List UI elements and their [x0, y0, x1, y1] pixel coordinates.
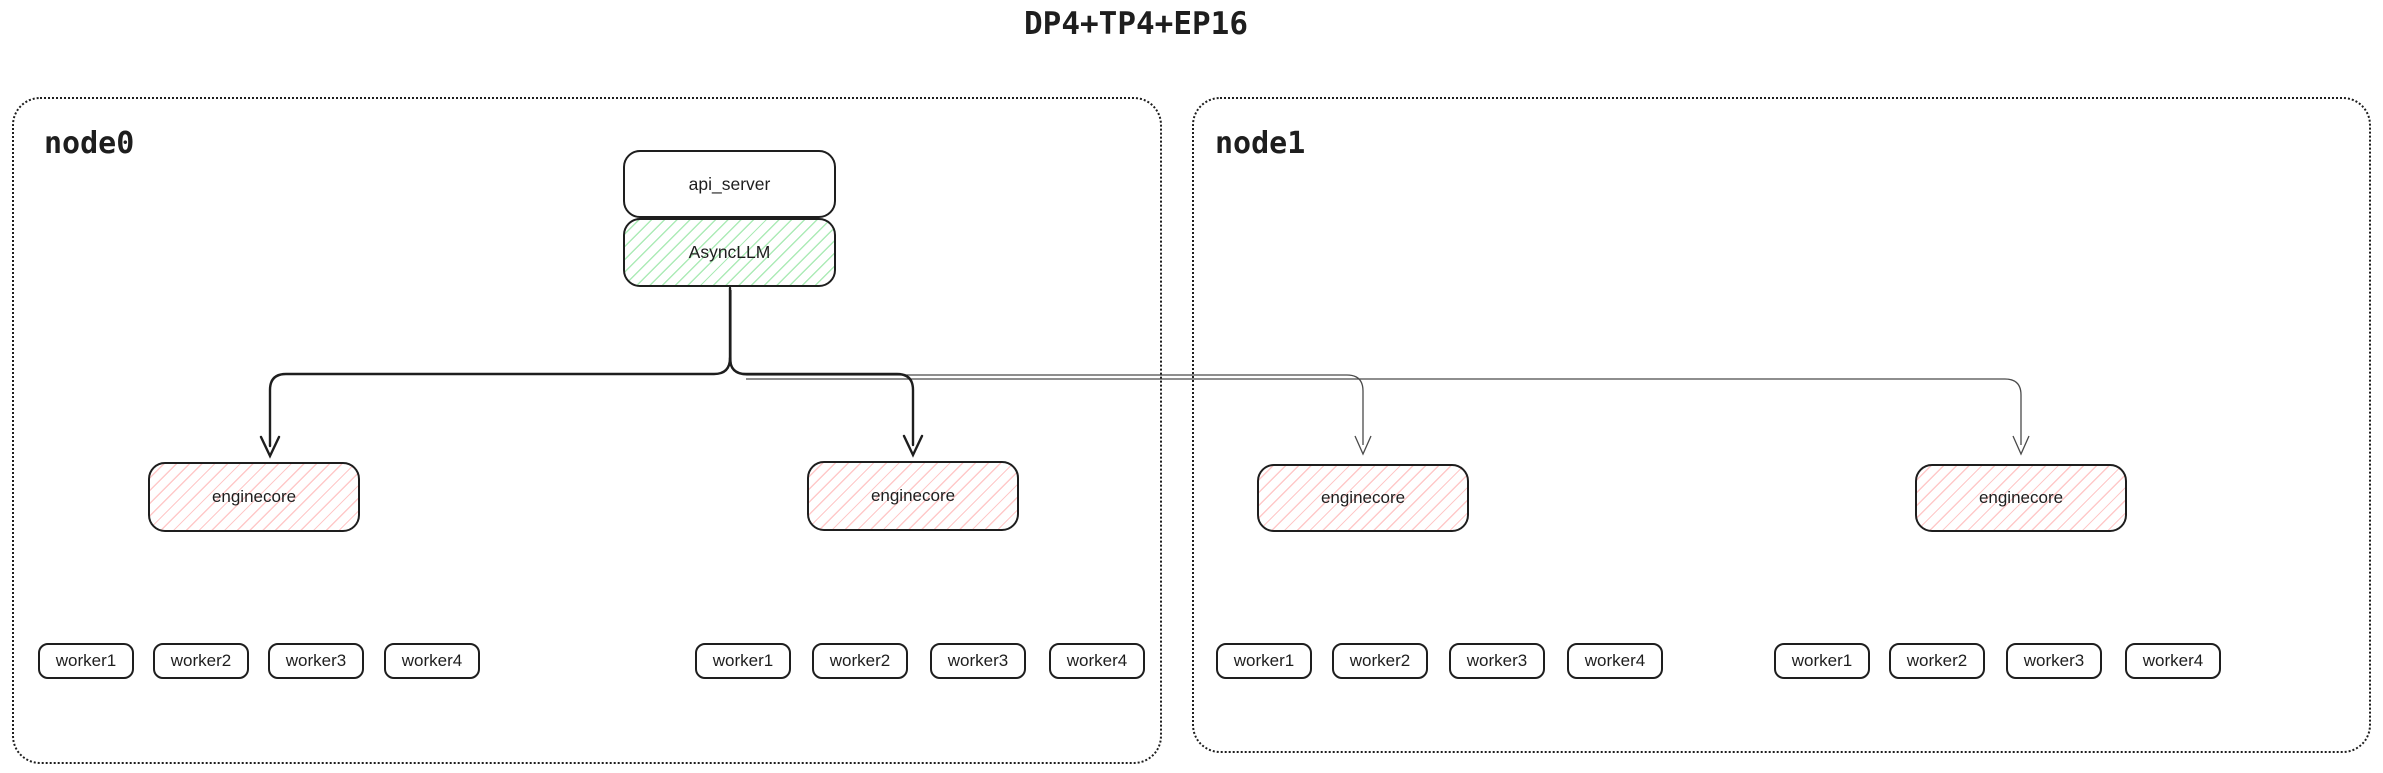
enginecore-box: enginecore: [1257, 464, 1469, 532]
worker-box: worker4: [384, 643, 480, 679]
arrow-asyncllm-to-enginecore-n0-1: [259, 286, 732, 459]
worker-box: worker1: [695, 643, 791, 679]
node1-container: [1192, 97, 2371, 753]
arrow-asyncllm-to-enginecore-n1-2: [746, 378, 2030, 456]
worker-box: worker2: [153, 643, 249, 679]
worker-box: worker2: [812, 643, 908, 679]
asyncllm-label: AsyncLLM: [688, 242, 771, 262]
worker-box: worker1: [38, 643, 134, 679]
enginecore-label: enginecore: [1320, 488, 1406, 507]
enginecore-label: enginecore: [1978, 488, 2064, 507]
arrow-asyncllm-to-enginecore-n0-2: [728, 356, 924, 458]
worker-box: worker4: [1567, 643, 1663, 679]
worker-box: worker4: [2125, 643, 2221, 679]
worker-box: worker1: [1774, 643, 1870, 679]
enginecore-label: enginecore: [870, 486, 956, 505]
node0-label: node0: [44, 126, 135, 161]
asyncllm-box: AsyncLLM: [623, 218, 836, 287]
api-server-box: api_server: [623, 150, 836, 218]
diagram-title: DP4+TP4+EP16: [1024, 6, 1248, 42]
worker-box: worker3: [930, 643, 1026, 679]
enginecore-box: enginecore: [148, 462, 360, 532]
worker-box: worker1: [1216, 643, 1312, 679]
worker-box: worker3: [1449, 643, 1545, 679]
worker-box: worker4: [1049, 643, 1145, 679]
worker-box: worker2: [1889, 643, 1985, 679]
api-server-label: api_server: [688, 173, 771, 194]
worker-box: worker2: [1332, 643, 1428, 679]
enginecore-box: enginecore: [807, 461, 1019, 531]
node0-container: [12, 97, 1162, 764]
enginecore-label: enginecore: [211, 487, 297, 506]
enginecore-box: enginecore: [1915, 464, 2127, 532]
node1-label: node1: [1215, 126, 1306, 161]
worker-box: worker3: [268, 643, 364, 679]
worker-box: worker3: [2006, 643, 2102, 679]
arrow-asyncllm-to-enginecore-n1-1: [730, 290, 1372, 456]
